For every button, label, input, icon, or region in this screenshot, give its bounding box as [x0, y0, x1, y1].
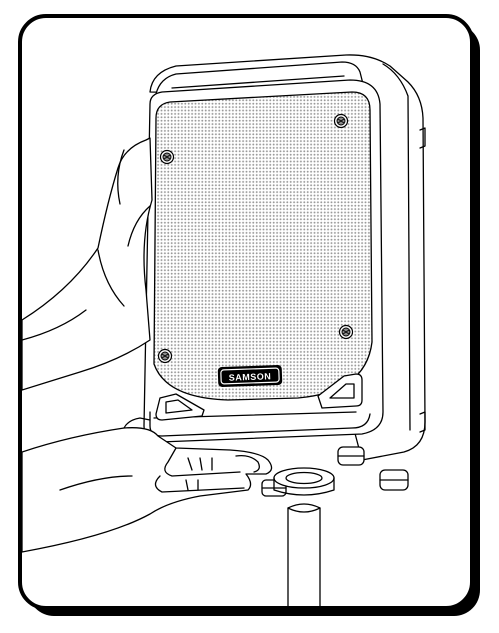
bass-ports — [155, 373, 363, 421]
hand-icon — [22, 417, 273, 553]
speaker-grille — [153, 91, 373, 401]
hand-icon — [22, 137, 153, 391]
pole-mount-socket — [273, 467, 335, 496]
screw-icon — [338, 324, 354, 340]
screw-icon — [157, 348, 173, 364]
stand-pole-icon — [287, 503, 321, 606]
screw-icon — [333, 113, 349, 129]
screw-icon — [159, 149, 175, 165]
samson-logo-badge: SAMSON — [217, 365, 283, 387]
speaker-icon: SAMSON — [143, 54, 426, 497]
samson-logo-text: SAMSON — [229, 371, 272, 382]
